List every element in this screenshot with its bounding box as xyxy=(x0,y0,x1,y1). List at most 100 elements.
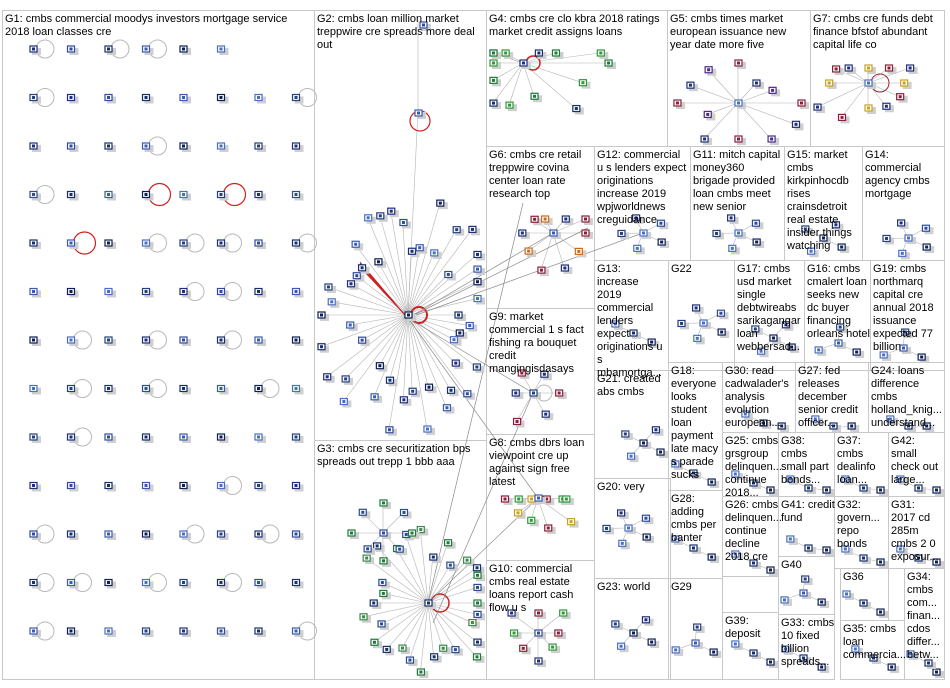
node-icon-fill xyxy=(475,655,479,659)
group-label-line: webbersad... xyxy=(736,341,800,353)
group-label-line: loan xyxy=(737,328,758,340)
g1-node xyxy=(104,142,116,152)
g1-node xyxy=(66,433,79,443)
node-icon-fill xyxy=(476,601,479,605)
node-icon-fill xyxy=(827,81,831,85)
g3-node xyxy=(362,554,375,565)
g5-hub xyxy=(734,99,746,109)
node-icon-fill xyxy=(476,280,479,284)
g3-node xyxy=(379,589,391,600)
node-icon-fill xyxy=(642,231,645,235)
group-label-line: 10 fixed xyxy=(781,630,820,642)
node-icon-fill xyxy=(544,412,548,416)
g1-node xyxy=(29,239,41,249)
g1-node xyxy=(291,336,304,346)
g27-node xyxy=(811,415,823,425)
g9-node xyxy=(517,369,530,379)
group-label-line: 2017 cd xyxy=(891,512,930,524)
node-icon-fill xyxy=(825,488,828,492)
g3-node xyxy=(430,653,442,663)
g35-node xyxy=(887,663,900,674)
g5-node xyxy=(734,135,746,145)
g2-node xyxy=(339,397,352,408)
g2-node xyxy=(364,214,376,224)
group-label-line: G40 xyxy=(781,559,802,571)
node-icon-fill xyxy=(69,484,73,487)
group-label-line: loans report cash xyxy=(489,589,573,601)
g12-node xyxy=(632,214,644,224)
node-icon-fill xyxy=(803,577,807,581)
g32-hub xyxy=(859,554,871,564)
node-icon-fill xyxy=(372,640,376,644)
node-icon-fill xyxy=(417,111,420,115)
node-icon-fill xyxy=(703,137,707,141)
group-label-line: billion xyxy=(781,643,809,655)
group-label-line: G35: cmbs xyxy=(843,623,897,635)
g10-hub xyxy=(534,629,546,639)
node-icon-fill xyxy=(533,94,537,98)
node-icon-fill xyxy=(69,96,73,99)
group-label-line: mbamortga... xyxy=(597,367,662,379)
node-icon-fill xyxy=(398,547,402,551)
graph-edge xyxy=(407,314,428,430)
node-icon-fill xyxy=(32,629,35,633)
g1-node xyxy=(29,336,41,346)
graph-edge xyxy=(508,62,524,106)
group-label-line: analysis xyxy=(725,391,765,403)
graph-edge xyxy=(343,314,409,402)
node-icon-fill xyxy=(144,629,148,633)
g25-node xyxy=(766,486,778,496)
g6-node xyxy=(537,266,549,277)
g2-node xyxy=(317,311,329,321)
g3-node xyxy=(373,542,385,552)
g5-node xyxy=(700,135,713,145)
g30-hub xyxy=(759,419,771,429)
node-icon-fill xyxy=(917,486,920,490)
node-icon-fill xyxy=(867,106,870,110)
node-icon-fill xyxy=(382,501,385,505)
g22-node xyxy=(692,304,704,314)
g2-node xyxy=(324,283,336,293)
g9-node xyxy=(512,417,525,428)
g3-node xyxy=(416,668,429,678)
node-icon-fill xyxy=(920,355,924,359)
group-label-line: flow u s xyxy=(489,602,527,614)
node-icon-fill xyxy=(533,217,537,221)
group-label-line: center loan rate xyxy=(489,175,565,187)
group-label-line: differ... xyxy=(907,636,940,648)
node-icon-fill xyxy=(769,568,772,572)
g10-node xyxy=(559,609,571,619)
node-icon-fill xyxy=(320,345,323,349)
g1-node xyxy=(66,384,79,395)
g5-node xyxy=(673,99,685,109)
g1-node xyxy=(179,627,191,637)
g38-node xyxy=(786,475,798,485)
g6-node xyxy=(560,264,573,275)
g1-node xyxy=(216,578,229,589)
node-icon-fill xyxy=(182,193,185,196)
node-icon-fill xyxy=(378,214,382,218)
g2-node xyxy=(370,393,383,403)
node-icon-fill xyxy=(410,249,414,253)
group-label-line: increase 2019 xyxy=(597,188,666,200)
node-icon-fill xyxy=(257,193,260,196)
g2-node xyxy=(465,321,478,332)
node-icon-fill xyxy=(605,526,609,530)
group-label-line: dc buyer xyxy=(807,302,850,314)
group-label-line: treppwire covina xyxy=(489,162,570,174)
group-label-line: orleans hotel xyxy=(807,328,870,340)
node-icon-fill xyxy=(69,629,73,633)
node-icon-fill xyxy=(771,88,775,92)
g8-node xyxy=(514,495,527,505)
g1-node xyxy=(104,93,116,104)
node-icon-fill xyxy=(475,566,479,570)
g1-node xyxy=(29,190,41,201)
g4-node xyxy=(501,49,514,59)
g9-node xyxy=(555,389,567,399)
node-icon-fill xyxy=(564,217,568,221)
g1-node xyxy=(104,239,116,249)
graph-edge xyxy=(689,84,739,104)
node-icon-fill xyxy=(107,241,110,245)
